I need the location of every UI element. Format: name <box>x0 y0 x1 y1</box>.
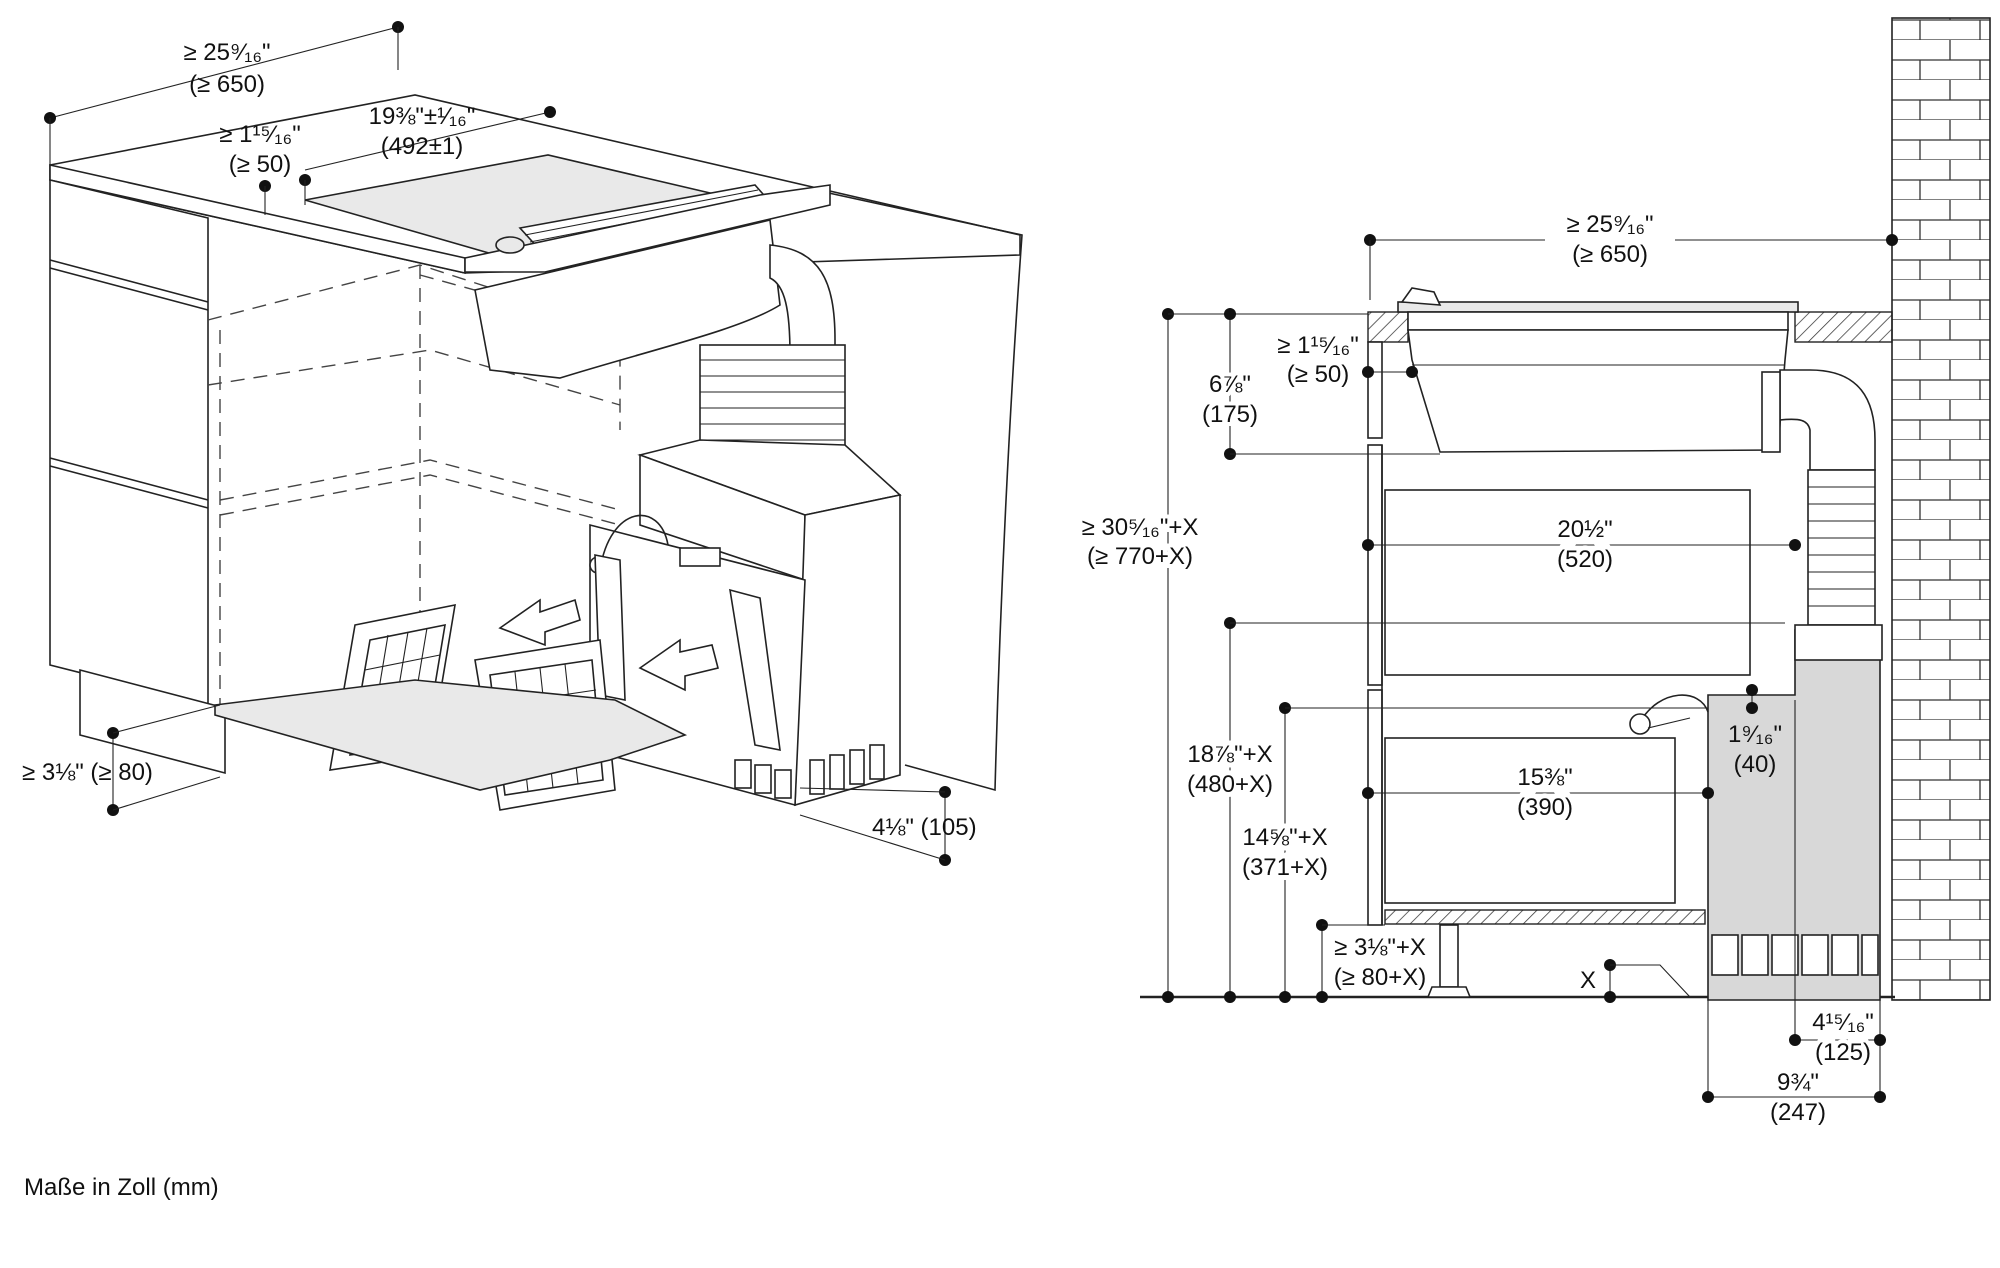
h2-in: 14⅝"+X <box>1242 824 1327 851</box>
drawer-lower <box>1384 737 1676 904</box>
downdraft-unit <box>474 219 902 807</box>
cabinet-front <box>49 178 226 775</box>
side-wall <box>814 189 1023 792</box>
drawer1-mm: (520) <box>1557 546 1613 573</box>
right-gap-in: ≥ 1¹⁵⁄₁₆" <box>1277 332 1358 359</box>
units-note: Maße in Zoll (mm) <box>24 1174 219 1201</box>
plinth-in: ≥ 3⅛"+X <box>1334 934 1426 961</box>
cutout-mm: (492±1) <box>381 133 464 160</box>
left-depth-mm: (≥ 650) <box>189 71 265 98</box>
right-dimensions <box>1162 234 1898 1103</box>
cable-mm: (40) <box>1734 751 1777 778</box>
filter-slots <box>734 744 885 799</box>
filter-mm: (125) <box>1815 1039 1871 1066</box>
right-depth-mm: (≥ 650) <box>1572 241 1648 268</box>
arrow-left-icon <box>498 598 581 647</box>
drawer2-in: 15⅜" <box>1517 764 1572 791</box>
drawer1-in: 20½" <box>1557 516 1612 543</box>
h1-mm: (480+X) <box>1187 771 1273 798</box>
drawer-upper <box>1384 489 1751 676</box>
drawer2-mm: (390) <box>1517 794 1573 821</box>
right-depth-in: ≥ 25⁹⁄₁₆" <box>1566 211 1653 238</box>
unit-in: 9¾" <box>1777 1069 1819 1096</box>
hob-height-in: 6⅞" <box>1209 371 1251 398</box>
unit-mm: (247) <box>1770 1099 1826 1126</box>
total-height-in: ≥ 30⁵⁄₁₆"+X <box>1082 514 1199 541</box>
left-perspective-view: ≥ 25⁹⁄₁₆" (≥ 650) ≥ 1¹⁵⁄₁₆" (≥ 50) 19⅜"±… <box>22 21 1023 866</box>
left-gap-mm: (≥ 50) <box>229 151 292 178</box>
countertop-section-back <box>1794 311 1893 343</box>
countertop-section-front <box>1367 311 1409 343</box>
plinth-mm: (≥ 80+X) <box>1334 964 1427 991</box>
total-height-mm: (≥ 770+X) <box>1087 543 1193 570</box>
flex-duct <box>699 344 846 456</box>
x-label: X <box>1580 967 1596 994</box>
hob-height-mm: (175) <box>1202 401 1258 428</box>
right-filter-slots <box>1711 934 1879 976</box>
right-section-view: ≥ 25⁹⁄₁₆" (≥ 650) ≥ 1¹⁵⁄₁₆" (≥ 50) 6⅞" (… <box>1078 17 1991 1126</box>
cutout-in: 19⅜"±¹⁄₁₆" <box>369 103 476 130</box>
right-flex-duct <box>1807 469 1876 626</box>
right-gap-mm: (≥ 50) <box>1287 361 1350 388</box>
arrow-left-icon <box>638 638 719 692</box>
plinth-gap: ≥ 3⅛" (≥ 80) <box>22 759 153 786</box>
cooktop <box>304 154 831 273</box>
left-dimensions <box>44 21 951 866</box>
cable-in: 1⁹⁄₁₆" <box>1728 721 1782 748</box>
left-gap-in: ≥ 1¹⁵⁄₁₆" <box>219 121 300 148</box>
h1-in: 18⅞"+X <box>1187 741 1272 768</box>
filter-in: 4¹⁵⁄₁₆" <box>1812 1009 1874 1036</box>
filter-depth: 4⅛" (105) <box>872 814 977 841</box>
h2-mm: (371+X) <box>1242 854 1328 881</box>
left-depth-in: ≥ 25⁹⁄₁₆" <box>183 39 270 66</box>
brick-wall <box>1891 17 1991 1001</box>
